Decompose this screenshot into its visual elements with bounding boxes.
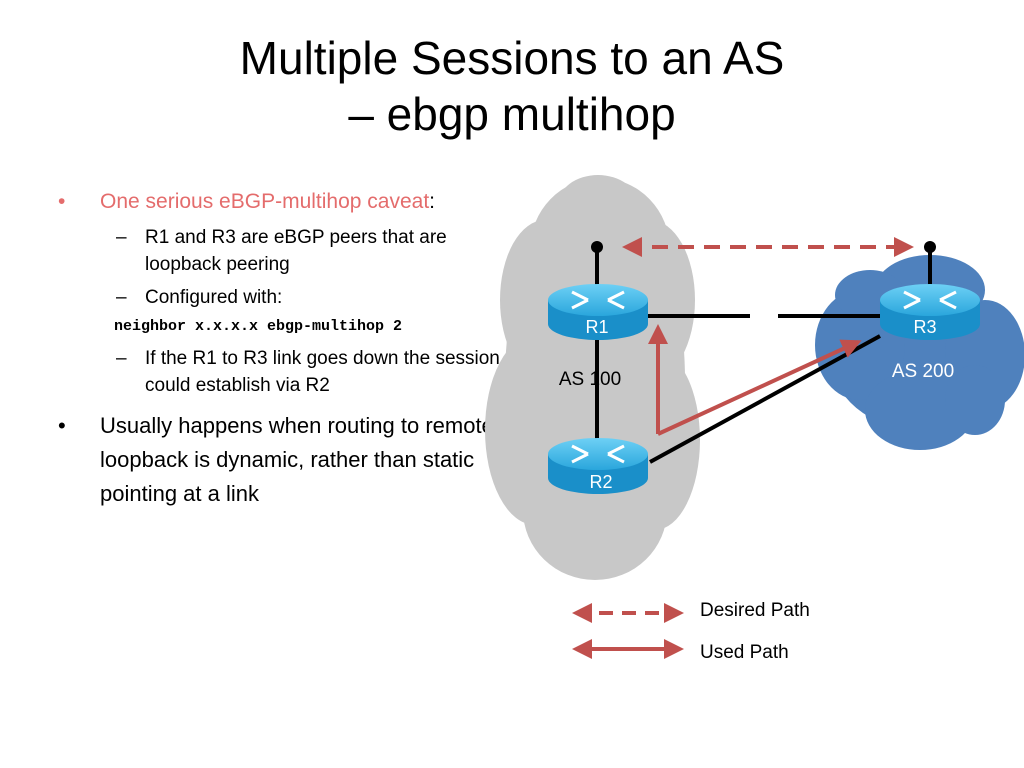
sub-bullet-link-down-text: If the R1 to R3 link goes down the sessi… [145, 348, 500, 396]
bullet-routing-text: Usually happens when routing to remote l… [100, 413, 494, 506]
sub-bullet-link-down: – If the R1 to R3 link goes down the ses… [58, 345, 518, 399]
router-r1: R1 [548, 284, 648, 340]
bullet-routing: • Usually happens when routing to remote… [58, 409, 518, 511]
title-line-2: – ebgp multihop [348, 88, 676, 140]
legend: Desired Path Used Path [572, 600, 810, 663]
router-r2: R2 [548, 438, 648, 494]
slide-title: Multiple Sessions to an AS – ebgp multih… [0, 30, 1024, 142]
as200-label: AS 200 [892, 361, 954, 382]
loopback-r3 [924, 241, 936, 253]
caveat-text: One serious eBGP-multihop caveat [100, 190, 430, 213]
router-arrows-icon [571, 290, 625, 310]
legend-desired-label: Desired Path [700, 600, 810, 621]
used-path-segment [657, 339, 862, 436]
sub-bullet-configured: – Configured with: [58, 284, 518, 311]
loopback-r1 [591, 241, 603, 253]
sub-bullet-peers-text: R1 and R3 are eBGP peers that are loopba… [145, 227, 447, 275]
config-command: neighbor x.x.x.x ebgp-multihop 2 [114, 318, 403, 335]
sub-bullet-configured-text: Configured with: [145, 287, 283, 308]
router-r3-label: R3 [913, 317, 936, 337]
router-arrows-icon [903, 290, 957, 310]
dash-icon: – [116, 287, 127, 308]
dash-icon: – [116, 227, 127, 248]
sub-bullet-peers: – R1 and R3 are eBGP peers that are loop… [58, 224, 518, 278]
dash-icon: – [116, 348, 127, 369]
bullet-dot-icon: • [58, 413, 66, 438]
router-r3: R3 [880, 284, 980, 340]
router-r1-label: R1 [585, 317, 608, 337]
as100-label: AS 100 [559, 369, 621, 390]
bullet-list: • One serious eBGP-multihop caveat: – R1… [58, 186, 518, 511]
caveat-colon: : [429, 190, 436, 213]
title-line-1: Multiple Sessions to an AS [239, 32, 785, 84]
bullet-dot-icon: • [58, 190, 66, 213]
router-r2-label: R2 [589, 472, 612, 492]
bullet-caveat: • One serious eBGP-multihop caveat: [58, 186, 518, 218]
legend-used-label: Used Path [700, 642, 789, 663]
router-arrows-icon [571, 444, 625, 464]
